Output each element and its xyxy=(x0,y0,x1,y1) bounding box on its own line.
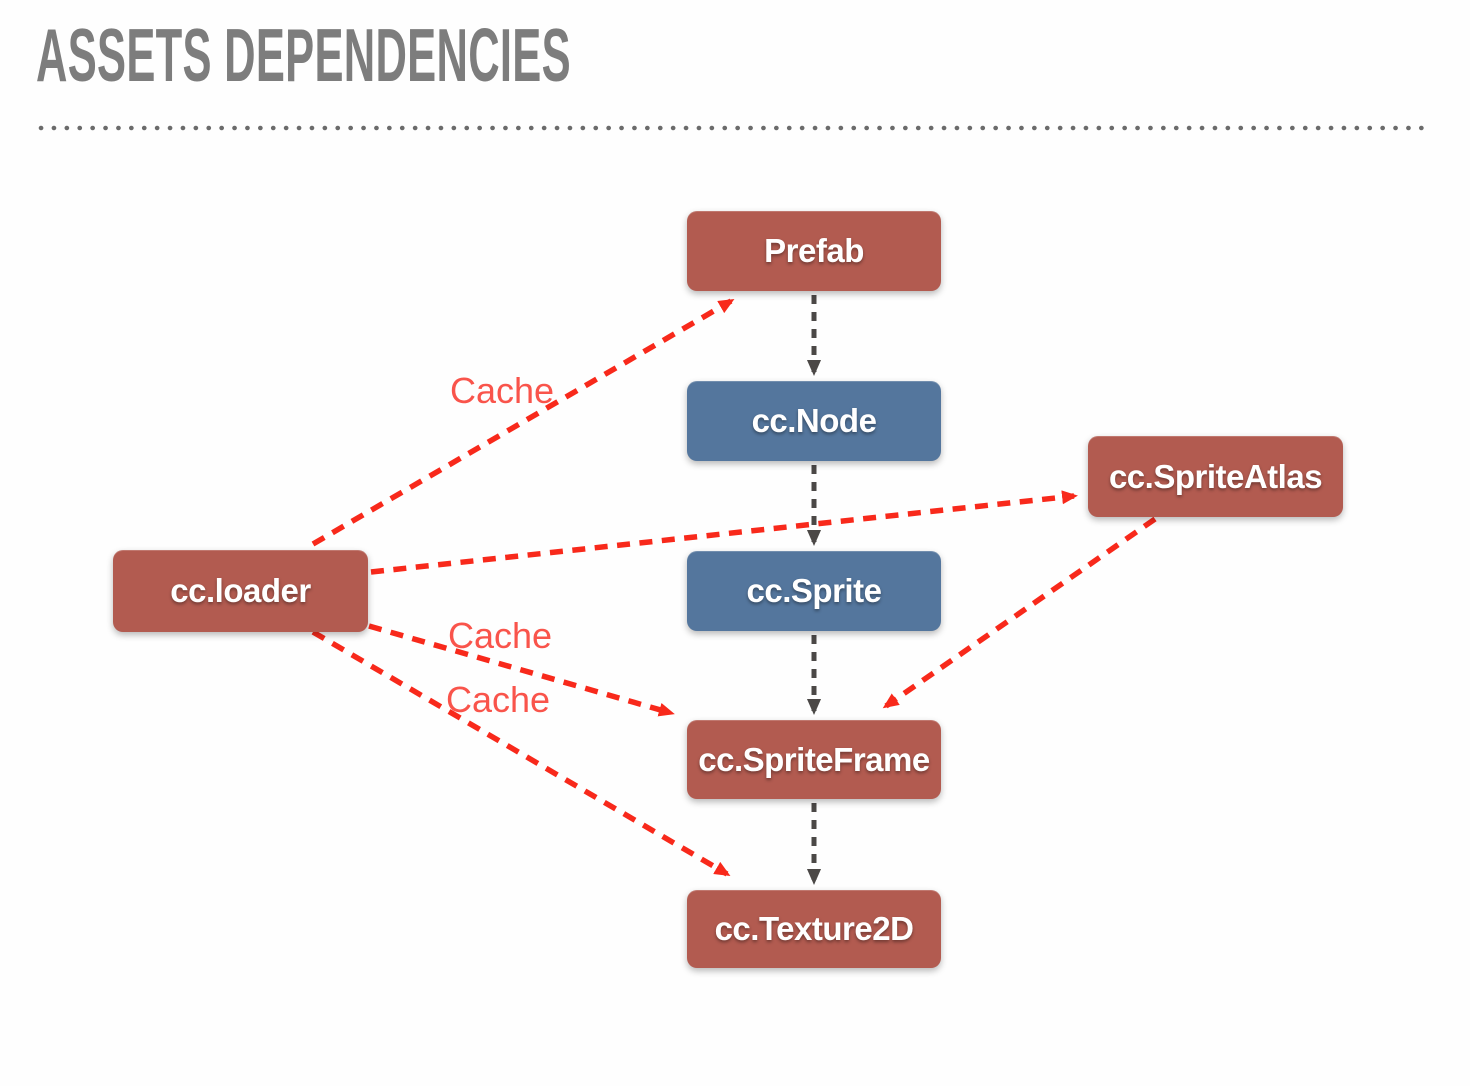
edge-loader-texture2d xyxy=(311,629,731,877)
edge-spriteatlas-spriteframe xyxy=(882,516,1157,709)
cache-label-spriteframe: Cache xyxy=(448,615,553,656)
edge-loader-prefab xyxy=(311,298,735,547)
edge-loader-spriteframe xyxy=(368,623,675,717)
cache-label-texture2d: Cache xyxy=(446,679,551,720)
node-cc-node-label: cc.Node xyxy=(751,402,877,439)
page-title: ASSETS DEPENDENCIES xyxy=(36,13,571,97)
node-cc-loader: cc.loader xyxy=(113,550,368,632)
node-cc-spriteframe-label: cc.SpriteFrame xyxy=(698,740,930,778)
node-cc-sprite: cc.Sprite xyxy=(687,551,941,631)
node-cc-loader-label: cc.loader xyxy=(170,572,311,609)
node-cc-spriteframe: cc.SpriteFrame xyxy=(687,720,941,799)
node-cc-texture2d-label: cc.Texture2D xyxy=(714,910,914,947)
node-cc-texture2d: cc.Texture2D xyxy=(687,890,941,968)
node-cc-node: cc.Node xyxy=(687,381,941,461)
cache-label-prefab: Cache xyxy=(450,370,555,411)
node-cc-sprite-label: cc.Sprite xyxy=(746,572,882,609)
edge-loader-spriteatlas xyxy=(370,490,1078,575)
node-cc-spriteatlas: cc.SpriteAtlas xyxy=(1088,436,1343,517)
node-prefab-label: Prefab xyxy=(764,232,864,269)
node-cc-spriteatlas-label: cc.SpriteAtlas xyxy=(1108,457,1323,495)
node-prefab: Prefab xyxy=(687,211,941,291)
